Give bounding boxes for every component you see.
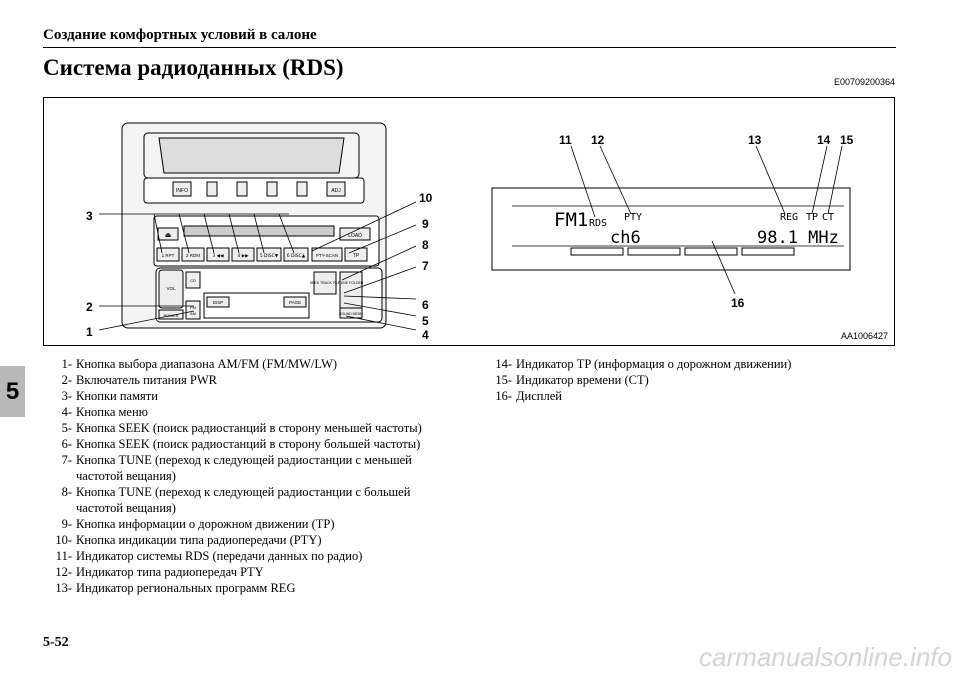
svg-text:AM: AM	[190, 311, 196, 316]
preset-button-4[interactable]: 4 ▶▶	[231, 247, 255, 262]
callout-15: 15	[840, 133, 854, 147]
svg-text:PTY-SCAN: PTY-SCAN	[316, 253, 338, 258]
lcd-pty-indicator: PTY	[624, 212, 642, 223]
legend-item: 14-Индикатор TP (информация о дорожном д…	[495, 357, 792, 371]
svg-text:ADJ: ADJ	[331, 188, 341, 194]
preset-button-6[interactable]: 6 DISC▲	[283, 247, 309, 262]
svg-text:3 ◀◀: 3 ◀◀	[212, 253, 224, 259]
callout-13: 13	[748, 133, 762, 147]
callout-8: 8	[422, 238, 429, 252]
header-title: Создание комфортных условий в салоне	[43, 27, 317, 43]
legend-item: 13-Индикатор региональных программ REG	[55, 581, 296, 595]
legend-item: 16-Дисплей	[495, 389, 562, 403]
header-rule	[43, 47, 896, 48]
chapter-tab: 5	[0, 366, 25, 417]
watermark: carmanualsonline.info	[699, 642, 952, 672]
svg-text:TUNE FOLDER: TUNE FOLDER	[339, 281, 364, 285]
radio-diagram-figure: INFO ADJ ⏏ LOAD 1 RPT 2 RDM 3 ◀◀	[43, 97, 895, 346]
disp-button[interactable]: DISP	[206, 296, 230, 308]
load-button[interactable]: LOAD	[339, 227, 371, 241]
lcd-reg-indicator: REG	[780, 212, 798, 223]
callout-3: 3	[86, 209, 93, 223]
svg-text:⏏: ⏏	[165, 231, 172, 239]
svg-text:VOL: VOL	[166, 286, 176, 291]
eject-button[interactable]: ⏏	[157, 227, 179, 241]
legend-left: 1-Кнопка выбора диапазона AM/FM (FM/MW/L…	[46, 356, 446, 596]
preset-button-5[interactable]: 5 DISC▼	[256, 247, 282, 262]
legend-item: 3-Кнопки памяти	[61, 389, 158, 403]
svg-text:FM: FM	[190, 305, 196, 310]
callout-2: 2	[86, 300, 93, 314]
page-number: 5-52	[43, 635, 69, 650]
lcd-channel: ch6	[610, 228, 641, 248]
callout-1: 1	[86, 325, 93, 339]
legend-item: 8-Кнопка TUNE (переход к следующей радио…	[61, 485, 411, 515]
callout-14: 14	[817, 133, 831, 147]
document-code: E00709200364	[833, 77, 895, 87]
legend-item: 15-Индикатор времени (CT)	[495, 373, 649, 387]
callout-6: 6	[422, 298, 429, 312]
svg-text:5 DISC▼: 5 DISC▼	[260, 253, 279, 259]
leader-lines-unit	[98, 201, 417, 331]
legend-right: 14-Индикатор TP (информация о дорожном д…	[486, 356, 886, 404]
lcd-tp-indicator: TP	[806, 212, 818, 223]
lcd-frequency: 98.1 MHz	[757, 228, 839, 248]
sound-menu-button[interactable]: SOUND MENU	[339, 307, 363, 319]
svg-text:2 RDM: 2 RDM	[186, 253, 200, 258]
legend-item: 5-Кнопка SEEK (поиск радиостанций в стор…	[61, 421, 422, 435]
cd-button[interactable]: CD	[185, 271, 201, 289]
legend-item: 9-Кнопка информации о дорожном движении …	[61, 517, 335, 531]
legend-item: 1-Кнопка выбора диапазона AM/FM (FM/MW/L…	[61, 357, 338, 371]
preset-button-2[interactable]: 2 RDM	[181, 247, 205, 262]
preset-button-3[interactable]: 3 ◀◀	[206, 247, 230, 262]
svg-text:6 DISC▲: 6 DISC▲	[287, 253, 306, 259]
dot-button-1[interactable]	[206, 181, 218, 197]
callout-11: 11	[559, 133, 572, 147]
svg-text:1 RPT: 1 RPT	[162, 253, 175, 258]
dot-button-3[interactable]	[266, 181, 278, 197]
svg-text:DISP: DISP	[213, 300, 224, 305]
legend-item: 11-Индикатор системы RDS (передачи данны…	[55, 549, 363, 563]
page-button[interactable]: PAGE	[283, 296, 307, 308]
leader-lines-display	[570, 145, 843, 295]
legend-item: 4-Кнопка меню	[61, 405, 149, 419]
dot-button-2[interactable]	[236, 181, 248, 197]
legend-item: 12-Индикатор типа радиопередач PTY	[55, 565, 264, 579]
lcd-display: FM1 RDS PTY REG TP CT ch6 98.1 MHz	[491, 187, 851, 271]
callout-9: 9	[422, 217, 429, 231]
preset-button-1[interactable]: 1 RPT	[156, 247, 180, 262]
section-title: Система радиоданных (RDS)	[43, 55, 344, 80]
svg-text:LOAD: LOAD	[348, 233, 362, 239]
svg-text:4 ▶▶: 4 ▶▶	[237, 253, 249, 259]
callout-4: 4	[422, 328, 429, 342]
fm-am-button[interactable]: FM AM	[185, 300, 201, 320]
callout-16: 16	[731, 296, 745, 310]
svg-text:SOUND MENU: SOUND MENU	[339, 312, 363, 316]
tp-button[interactable]: TP	[344, 247, 368, 262]
dot-button-4[interactable]	[296, 181, 308, 197]
svg-text:CD: CD	[190, 278, 196, 283]
radio-diagram: INFO ADJ ⏏ LOAD 1 RPT 2 RDM 3 ◀◀	[86, 122, 854, 342]
seek-button[interactable]: SEEK TRACK FILE	[310, 271, 341, 295]
svg-text:INFO: INFO	[176, 188, 188, 194]
callout-7: 7	[422, 259, 429, 273]
info-button[interactable]: INFO	[172, 181, 192, 197]
callout-5: 5	[422, 314, 429, 328]
lcd-ct-indicator: CT	[822, 212, 834, 223]
legend-item: 2-Включатель питания PWR	[61, 373, 217, 387]
figure-code: AA1006427	[840, 331, 888, 341]
callout-10: 10	[419, 191, 433, 205]
svg-text:TP: TP	[353, 253, 360, 259]
legend-item: 7-Кнопка TUNE (переход к следующей радио…	[61, 453, 412, 483]
callout-12: 12	[591, 133, 605, 147]
pty-scan-button[interactable]: PTY-SCAN	[311, 247, 343, 262]
volume-knob[interactable]: VOL	[158, 269, 184, 309]
lcd-rds-indicator: RDS	[589, 218, 607, 229]
legend-item: 10-Кнопка индикации типа радиопередачи (…	[55, 533, 322, 547]
lcd-band: FM1	[554, 209, 588, 231]
adj-button[interactable]: ADJ	[326, 181, 346, 197]
svg-text:PAGE: PAGE	[289, 300, 301, 305]
svg-text:SEEK TRACK FILE: SEEK TRACK FILE	[310, 281, 341, 285]
legend-item: 6-Кнопка SEEK (поиск радиостанций в стор…	[61, 437, 421, 451]
